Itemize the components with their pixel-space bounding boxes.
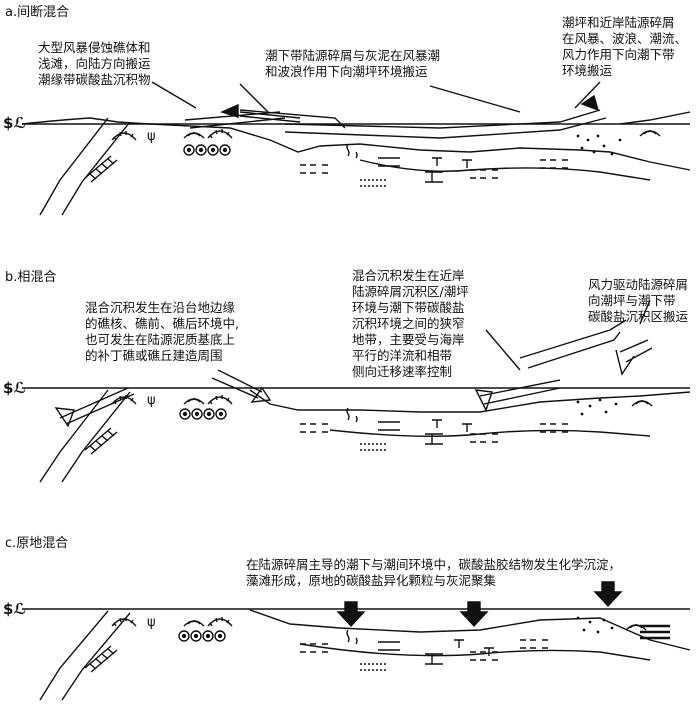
note-line: 混合沉积发生在沿台地边缘: [85, 300, 236, 315]
down-arrow-icon: [593, 581, 623, 608]
note-line: 大型风暴侵蚀礁体和: [38, 40, 151, 55]
note-line: 的补丁礁或礁丘建造周围: [85, 348, 223, 363]
note-line: 也可发生在陆源泥质基底上: [85, 332, 236, 347]
note-line: 藻滩形成，原地的碳酸盐异化颗粒与灰泥聚集: [246, 573, 497, 588]
note-line: 风力作用下向潮下带: [562, 47, 675, 62]
note-line: 侧向迁移速率控制: [352, 364, 453, 379]
note-line: 在风暴、波浪、潮流、: [562, 31, 688, 46]
seafloor-profile: [249, 389, 691, 413]
panel-b-note-middle: 混合沉积发生在近岸 陆源碎屑沉积区/潮坪 环境与潮下带碳酸盐 沉积环境之间的狭窄…: [352, 268, 469, 380]
sea-level-symbol-c: $ℒ: [3, 600, 27, 618]
note-line: 风力驱动陆源碎屑: [588, 277, 689, 292]
note-line: 潮坪和近岸陆源碎屑: [562, 15, 675, 30]
note-line: 混合沉积发生在近岸: [352, 268, 465, 283]
seafloor-profile: [249, 609, 691, 651]
note-line: 的礁核、礁前、礁后环境中,: [85, 316, 239, 331]
sea-level-symbol-b: $ℒ: [3, 379, 27, 397]
panel-a-diagram: ψ: [21, 81, 691, 216]
note-line: 环境搬运: [562, 63, 613, 78]
down-arrow-icon: [459, 601, 489, 628]
panel-c-note: 在陆源碎屑主导的潮下与潮间环境中，碳酸盐胶结物发生化学沉淀， 藻滩形成，原地的碳…: [246, 557, 621, 589]
note-line: 潮下带陆源碎屑与灰泥在风暴潮: [265, 48, 441, 63]
note-line: 在陆源碎屑主导的潮下与潮间环境中，碳酸盐胶结物发生化学沉淀，: [246, 557, 622, 572]
note-line: 碳酸盐沉积区搬运: [588, 309, 689, 324]
svg-text:ψ: ψ: [147, 393, 156, 408]
panel-b-diagram: ψ: [22, 299, 691, 483]
panel-b-note-right: 风力驱动陆源碎屑 向潮坪与潮下带 碳酸盐沉积区搬运: [588, 277, 688, 325]
panel-b-title: b.相混合: [5, 270, 57, 285]
note-line: 潮缘带碳酸盐沉积物: [38, 72, 151, 87]
note-line: 陆源碎屑沉积区/潮坪: [352, 284, 469, 299]
svg-text:ψ: ψ: [147, 615, 156, 630]
note-line: 向潮坪与潮下带: [588, 293, 676, 308]
panel-a-title: a.间断混合: [5, 5, 70, 20]
note-line: 地带，主要受与海岸: [352, 332, 465, 347]
panel-a-note-middle: 潮下带陆源碎屑与灰泥在风暴潮 和波浪作用下向潮坪环境搬运: [265, 48, 440, 80]
svg-text:ψ: ψ: [147, 129, 156, 144]
panel-a-note-right: 潮坪和近岸陆源碎屑 在风暴、波浪、潮流、 风力作用下向潮下带 环境搬运: [562, 15, 687, 79]
panel-b-note-left: 混合沉积发生在沿台地边缘 的礁核、礁前、礁后环境中, 也可发生在陆源泥质基底上 …: [85, 300, 239, 364]
panel-c-title: c.原地混合: [5, 536, 69, 551]
note-line: 和波浪作用下向潮坪环境搬运: [265, 64, 428, 79]
panel-c-diagram: ψ: [22, 581, 691, 701]
seafloor-profile: [149, 123, 691, 171]
sea-level-symbol-a: $ℒ: [3, 114, 27, 132]
note-line: 环境与潮下带碳酸盐: [352, 300, 465, 315]
note-line: 沉积环境之间的狭窄: [352, 316, 465, 331]
note-line: 浅滩，向陆方向搬运: [38, 56, 151, 71]
platform-slope: [39, 117, 109, 216]
deposition-arrows: [336, 581, 623, 628]
panel-a-note-left: 大型风暴侵蚀礁体和 浅滩，向陆方向搬运 潮缘带碳酸盐沉积物: [38, 40, 151, 88]
down-arrow-icon: [336, 601, 366, 628]
note-line: 平行的洋流和相带: [352, 348, 453, 363]
